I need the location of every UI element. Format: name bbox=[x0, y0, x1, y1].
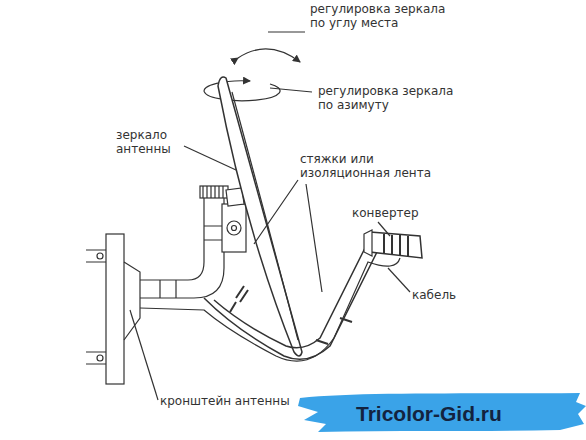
wall-plate bbox=[106, 234, 124, 384]
leader-line bbox=[388, 268, 410, 292]
part-label: кабель bbox=[412, 288, 492, 302]
ties bbox=[230, 286, 352, 344]
azimuth-arrow bbox=[204, 81, 280, 101]
wall-bolts bbox=[86, 250, 106, 364]
converter bbox=[370, 232, 422, 258]
leader-line bbox=[130, 310, 158, 400]
part-label: зеркало антенны bbox=[116, 128, 196, 156]
adjust-label: регулировка зеркала по углу места bbox=[310, 2, 450, 30]
mount-clamp bbox=[222, 204, 246, 252]
elevation-arrow bbox=[238, 49, 300, 62]
leader-line bbox=[268, 31, 305, 32]
part-label: стяжки или изоляционная лента bbox=[300, 152, 450, 180]
adjust-label: регулировка зеркала по азимуту bbox=[318, 84, 458, 112]
leader-line bbox=[270, 88, 312, 92]
part-label: кронштейн антенны bbox=[160, 394, 320, 408]
feed-arm bbox=[204, 250, 378, 359]
leader-line bbox=[378, 222, 390, 236]
bracket bbox=[140, 198, 204, 280]
leader-line bbox=[254, 180, 322, 292]
part-label: конвертер bbox=[352, 206, 442, 220]
brush-stroke bbox=[298, 393, 586, 432]
watermark: Tricolor-Gid.ru bbox=[356, 402, 566, 426]
cable bbox=[140, 258, 400, 361]
leader-line bbox=[184, 146, 236, 170]
plate-flange bbox=[124, 262, 140, 340]
